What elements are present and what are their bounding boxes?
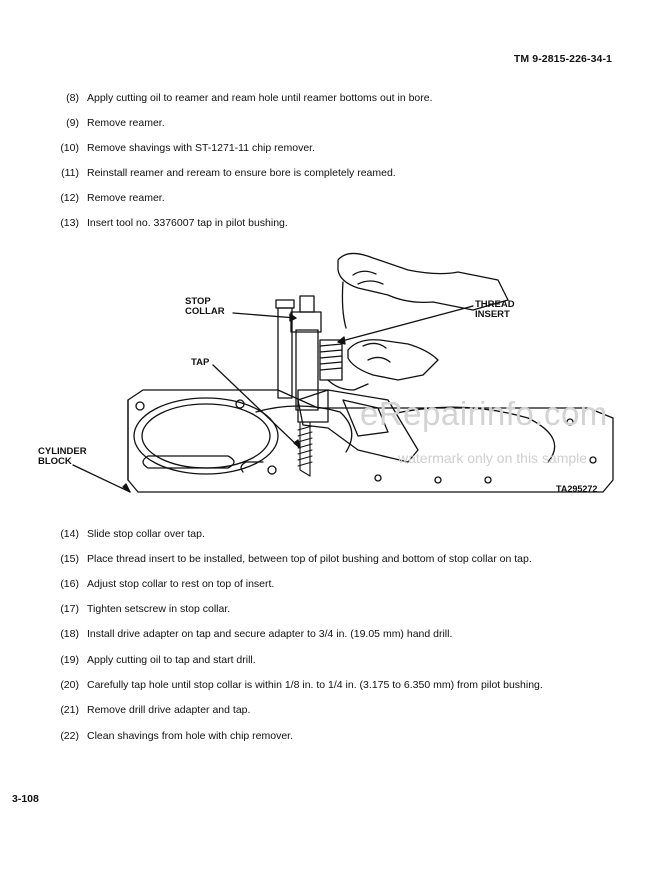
step-item: (13) Insert tool no. 3376007 tap in pilot…: [0, 215, 646, 231]
step-text: Remove reamer.: [87, 192, 165, 204]
label-stop-collar: STOP COLLAR: [185, 297, 225, 317]
step-text: Tighten setscrew in stop collar.: [87, 603, 231, 615]
step-number: (13): [60, 217, 79, 229]
step-text: Remove reamer.: [87, 117, 165, 129]
step-text: Slide stop collar over tap.: [87, 528, 205, 540]
label-thread-insert-text: THREAD INSERT: [475, 299, 515, 320]
step-text: Remove drill drive adapter and tap.: [87, 704, 251, 716]
step-item: (22) Clean shavings from hole with chip r…: [0, 728, 646, 744]
leader-stop-collar: [232, 312, 297, 319]
step-item: (18) Install drive adapter on tap and sec…: [0, 626, 646, 642]
tap-insert-illustration: STOP COLLAR THREAD INSERT TAP CYLINDER B…: [28, 240, 628, 505]
label-cylinder-block: CYLINDER BLOCK: [38, 447, 87, 467]
step-number: (10): [60, 142, 79, 154]
leader-thread-insert: [337, 305, 474, 343]
leader-cylinder-block: [72, 464, 131, 493]
step-text: Remove shavings with ST-1271-11 chip rem…: [87, 142, 315, 154]
stop-collar-shape: [290, 311, 322, 333]
step-item: (20) Carefully tap hole until stop collar…: [0, 677, 646, 693]
step-item: (16) Adjust stop collar to rest on top of…: [0, 576, 646, 592]
page-header: TM 9-2815-226-34-1: [513, 53, 612, 65]
label-thread-insert: THREAD INSERT: [475, 300, 515, 320]
step-number: (16): [60, 578, 79, 590]
step-text: Insert tool no. 3376007 tap in pilot bus…: [87, 217, 288, 229]
step-number: (8): [66, 92, 79, 104]
bore-center: [255, 405, 353, 453]
step-item: (8) Apply cutting oil to reamer and ream …: [0, 90, 646, 106]
step-item: (11) Reinstall reamer and reream to ensur…: [0, 165, 646, 181]
step-text: Apply cutting oil to tap and start drill…: [87, 654, 256, 666]
step-text: Adjust stop collar to rest on top of ins…: [87, 578, 275, 590]
watermark: eRepairinfo.com: [360, 395, 608, 432]
step-number: (9): [66, 117, 79, 129]
step-number: (20): [60, 679, 79, 691]
step-number: (17): [60, 603, 79, 615]
label-tap: TAP: [191, 357, 210, 368]
label-stop-collar-text: STOP COLLAR: [185, 296, 225, 317]
tap-body: [295, 329, 319, 411]
step-item: (19) Apply cutting oil to tap and start d…: [0, 652, 646, 668]
step-text: Place thread insert to be installed, bet…: [87, 553, 532, 565]
tap-thread: [297, 421, 313, 477]
step-number: (19): [60, 654, 79, 666]
step-item: (14) Slide stop collar over tap.: [0, 526, 646, 542]
step-text: Carefully tap hole until stop collar is …: [87, 679, 543, 691]
bore-left: [133, 397, 279, 475]
figure-id: TA295272: [556, 484, 598, 494]
bore-right: [387, 406, 556, 463]
step-text: Clean shavings from hole with chip remov…: [87, 730, 294, 742]
step-number: (15): [60, 553, 79, 565]
step-item: (12) Remove reamer.: [0, 190, 646, 206]
cylinder-block-outline: [127, 389, 614, 493]
step-number: (21): [60, 704, 79, 716]
step-text: Install drive adapter on tap and secure …: [87, 628, 453, 640]
pilot-fixture-base: [297, 389, 419, 463]
step-number: (11): [61, 167, 79, 179]
hand-lower: [347, 339, 439, 381]
step-item: (9) Remove reamer.: [0, 115, 646, 131]
step-item: (21) Remove drill drive adapter and tap.: [0, 702, 646, 718]
step-number: (12): [60, 192, 79, 204]
page-number: 3-108: [12, 793, 39, 805]
thread-insert-coil: [319, 339, 343, 381]
step-number: (22): [60, 730, 79, 742]
step-number: (18): [60, 628, 79, 640]
hand-top: [337, 252, 509, 311]
step-text: Reinstall reamer and reream to ensure bo…: [87, 167, 396, 179]
step-text: Apply cutting oil to reamer and ream hol…: [87, 92, 433, 104]
step-number: (14): [60, 528, 79, 540]
step-item: (17) Tighten setscrew in stop collar.: [0, 601, 646, 617]
leader-tap: [212, 364, 301, 449]
step-item: (15) Place thread insert to be installed,…: [0, 551, 646, 567]
illustration-drawing: [72, 252, 614, 493]
watermark-subtitle: watermark only on this sample: [398, 450, 588, 466]
label-cylinder-block-text: CYLINDER BLOCK: [38, 446, 87, 467]
step-item: (10) Remove shavings with ST-1271-11 chip…: [0, 140, 646, 156]
